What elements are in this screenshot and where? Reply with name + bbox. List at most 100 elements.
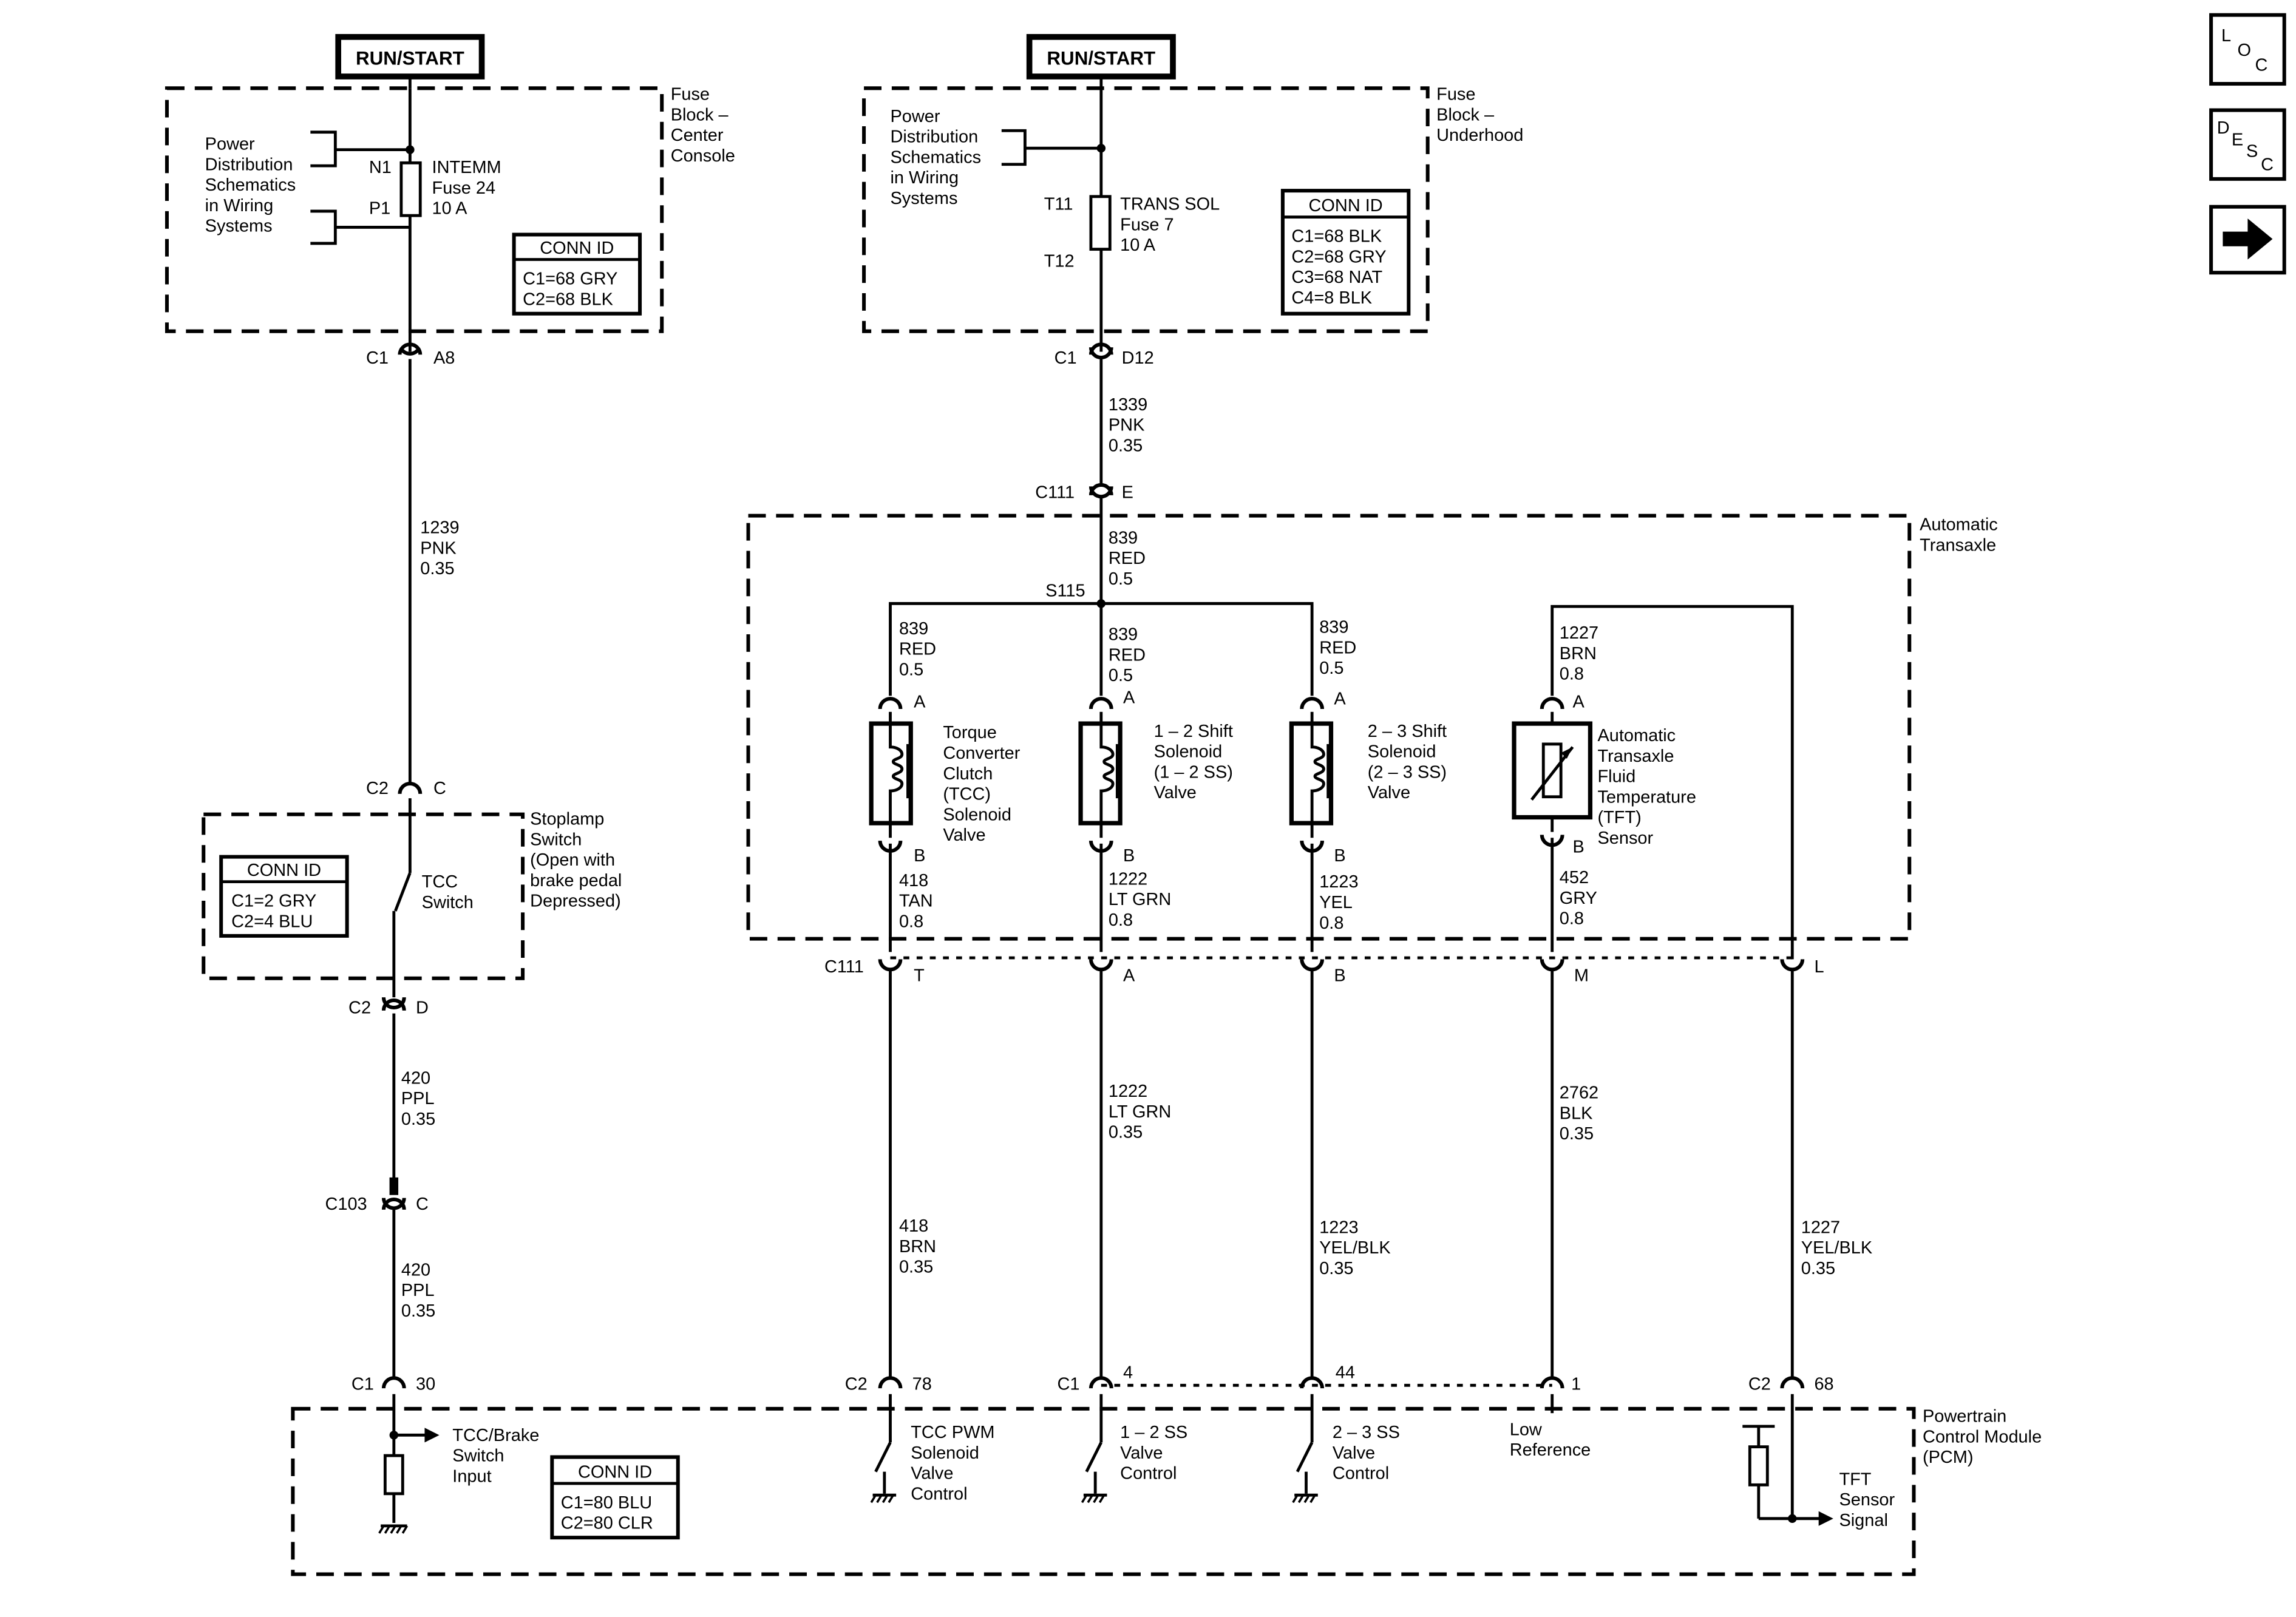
pds-ref-right-4: in Wiring bbox=[890, 168, 959, 188]
wire-1227-out-number: 1227 bbox=[1801, 1218, 1840, 1237]
tft-sensor-text: Fluid bbox=[1597, 767, 1635, 787]
ss12-valve-text: (1 – 2 SS) bbox=[1154, 762, 1233, 782]
connector-c111-pin-l: L bbox=[1814, 957, 1824, 977]
pds-ref-right-1: Power bbox=[890, 107, 940, 126]
ss23-ctrl-text: Control bbox=[1333, 1464, 1389, 1483]
wire-839-12-size: 0.5 bbox=[1109, 666, 1133, 685]
desc-letter: D bbox=[2217, 118, 2230, 138]
pds-ref-left-2: Distribution bbox=[205, 155, 293, 174]
loc-button[interactable]: L O C bbox=[2209, 13, 2286, 86]
tcc-valve-text: (TCC) bbox=[943, 785, 991, 804]
desc-letter: C bbox=[2261, 155, 2274, 174]
wire-1339-number: 1339 bbox=[1109, 395, 1147, 415]
wire-452-number: 452 bbox=[1560, 868, 1589, 887]
loc-letter: O bbox=[2238, 41, 2252, 60]
pcm-pin-4: 4 bbox=[1123, 1363, 1133, 1382]
conn-id-center-row: C1=68 GRY bbox=[523, 270, 617, 289]
conn-id-center-title: CONN ID bbox=[540, 239, 614, 258]
tft-signal-text: TFT bbox=[1839, 1470, 1871, 1489]
pin-a-tcc: A bbox=[914, 693, 926, 712]
tcc-pwm-text: Solenoid bbox=[911, 1443, 979, 1463]
pin-b-tft: B bbox=[1572, 837, 1584, 856]
wire-452-color: GRY bbox=[1560, 889, 1597, 908]
wire-1222-out-color: LT GRN bbox=[1109, 1102, 1171, 1122]
ss12-ctrl-text: Valve bbox=[1120, 1443, 1163, 1463]
fuse-block-center-title-3: Center bbox=[671, 126, 724, 145]
pds-ref-right-5: Systems bbox=[890, 189, 957, 208]
pcm-pin-30: 30 bbox=[416, 1375, 435, 1394]
wire-839-size: 0.5 bbox=[1109, 569, 1133, 589]
pds-ref-left-3: Schematics bbox=[205, 175, 296, 195]
tcc-pwm-driver-icon bbox=[870, 1394, 897, 1503]
pcm-title-3: (PCM) bbox=[1923, 1448, 1974, 1467]
pin-t11: T11 bbox=[1044, 194, 1073, 214]
fuse-block-underhood-title-1: Fuse bbox=[1436, 85, 1475, 104]
connector-c1-label: C1 bbox=[366, 348, 389, 368]
connector-c103-label: C103 bbox=[325, 1195, 367, 1214]
pcm-outline bbox=[291, 1406, 1916, 1576]
wire-1239-color: PNK bbox=[420, 538, 457, 558]
connector-e-pin: E bbox=[1122, 483, 1133, 503]
conn-id-stoplamp-title: CONN ID bbox=[247, 861, 321, 880]
tcc-brake-input-text: Switch bbox=[452, 1446, 504, 1466]
tcc-pwm-text: Valve bbox=[911, 1464, 953, 1483]
wire-1222-in-size: 0.8 bbox=[1109, 910, 1133, 930]
conn-id-underhood-row: C1=68 BLK bbox=[1291, 227, 1382, 246]
next-button[interactable] bbox=[2209, 205, 2286, 275]
wire-1222-out-number: 1222 bbox=[1109, 1082, 1147, 1101]
wire-1227-brn-number: 1227 bbox=[1560, 623, 1598, 643]
tft-sensor-text: Transaxle bbox=[1597, 747, 1674, 766]
fuse-7-icon bbox=[1089, 195, 1112, 251]
pin-p1: P1 bbox=[369, 199, 390, 219]
connector-c111-pin-a: A bbox=[1123, 966, 1135, 986]
low-ref-text: Reference bbox=[1510, 1440, 1591, 1460]
ss23-valve-text: 2 – 3 Shift bbox=[1368, 722, 1447, 741]
transaxle-outline bbox=[746, 514, 1912, 941]
wire-2762-color: BLK bbox=[1560, 1103, 1593, 1123]
pds-ref-right-3: Schematics bbox=[890, 147, 981, 167]
wire-839-tcc-size: 0.5 bbox=[899, 660, 923, 680]
conn-id-underhood-row: C4=8 BLK bbox=[1291, 288, 1372, 308]
connector-c2-d-label: C2 bbox=[348, 998, 371, 1018]
pcm-connector-c1-30-label: C1 bbox=[352, 1375, 374, 1394]
pds-reference-right: Power Distribution Schematics in Wiring … bbox=[890, 107, 981, 208]
ss23-ctrl-text: Valve bbox=[1333, 1443, 1375, 1463]
connector-c1-d12-label: C1 bbox=[1055, 348, 1077, 368]
tcc-valve-text: Converter bbox=[943, 744, 1020, 763]
stoplamp-switch-outline bbox=[202, 812, 525, 980]
pcm-title-2: Control Module bbox=[1923, 1427, 2042, 1446]
wire-839-23-size: 0.5 bbox=[1319, 659, 1343, 678]
wire-2762-number: 2762 bbox=[1560, 1083, 1598, 1103]
wire-418-brn-color: BRN bbox=[899, 1237, 936, 1256]
wire-1223-in-number: 1223 bbox=[1319, 872, 1358, 892]
fuse-block-center-title-4: Console bbox=[671, 146, 735, 166]
tcc-brake-input-text: TCC/Brake bbox=[452, 1426, 539, 1445]
conn-id-underhood-box: CONN ID C1=68 BLK C2=68 GRY C3=68 NAT C4… bbox=[1280, 189, 1411, 316]
wire-839-tcc-number: 839 bbox=[899, 619, 928, 639]
ss23-valve-text: (2 – 3 SS) bbox=[1368, 762, 1447, 782]
wire-839-23-number: 839 bbox=[1319, 618, 1348, 637]
pds-ref-left-5: Systems bbox=[205, 217, 273, 236]
run-start-text-left: RUN/START bbox=[356, 48, 464, 69]
run-start-label-right: RUN/START bbox=[1026, 34, 1176, 80]
connector-c103-pin: C bbox=[416, 1195, 429, 1214]
fuse-7-rating: 10 A bbox=[1120, 236, 1156, 255]
ss23-valve-text: Solenoid bbox=[1368, 742, 1436, 762]
wire-1239-size: 0.35 bbox=[420, 559, 454, 578]
wire-1227-out-size: 0.35 bbox=[1801, 1259, 1835, 1278]
tcc-solenoid: A B bbox=[869, 693, 926, 866]
connector-c2-label: C2 bbox=[366, 779, 389, 798]
pcm-connector-c1-4-label: C1 bbox=[1057, 1375, 1079, 1394]
connector-c-pin: C bbox=[433, 779, 446, 798]
pds-ref-left-4: in Wiring bbox=[205, 196, 274, 215]
conn-id-stoplamp-box: CONN ID C1=2 GRY C2=4 BLU bbox=[219, 855, 349, 938]
wire-1227-brn-color: BRN bbox=[1560, 644, 1597, 663]
desc-letter: S bbox=[2246, 142, 2258, 161]
wire-1227-brn-size: 0.8 bbox=[1560, 665, 1584, 684]
conn-id-pcm-row: C2=80 CLR bbox=[561, 1514, 653, 1533]
desc-button[interactable]: D E S C bbox=[2209, 108, 2286, 181]
pcm-connector-c2-68-label: C2 bbox=[1748, 1375, 1771, 1394]
wire-452-size: 0.8 bbox=[1560, 909, 1584, 929]
stoplamp-title-2: Switch bbox=[530, 830, 582, 849]
